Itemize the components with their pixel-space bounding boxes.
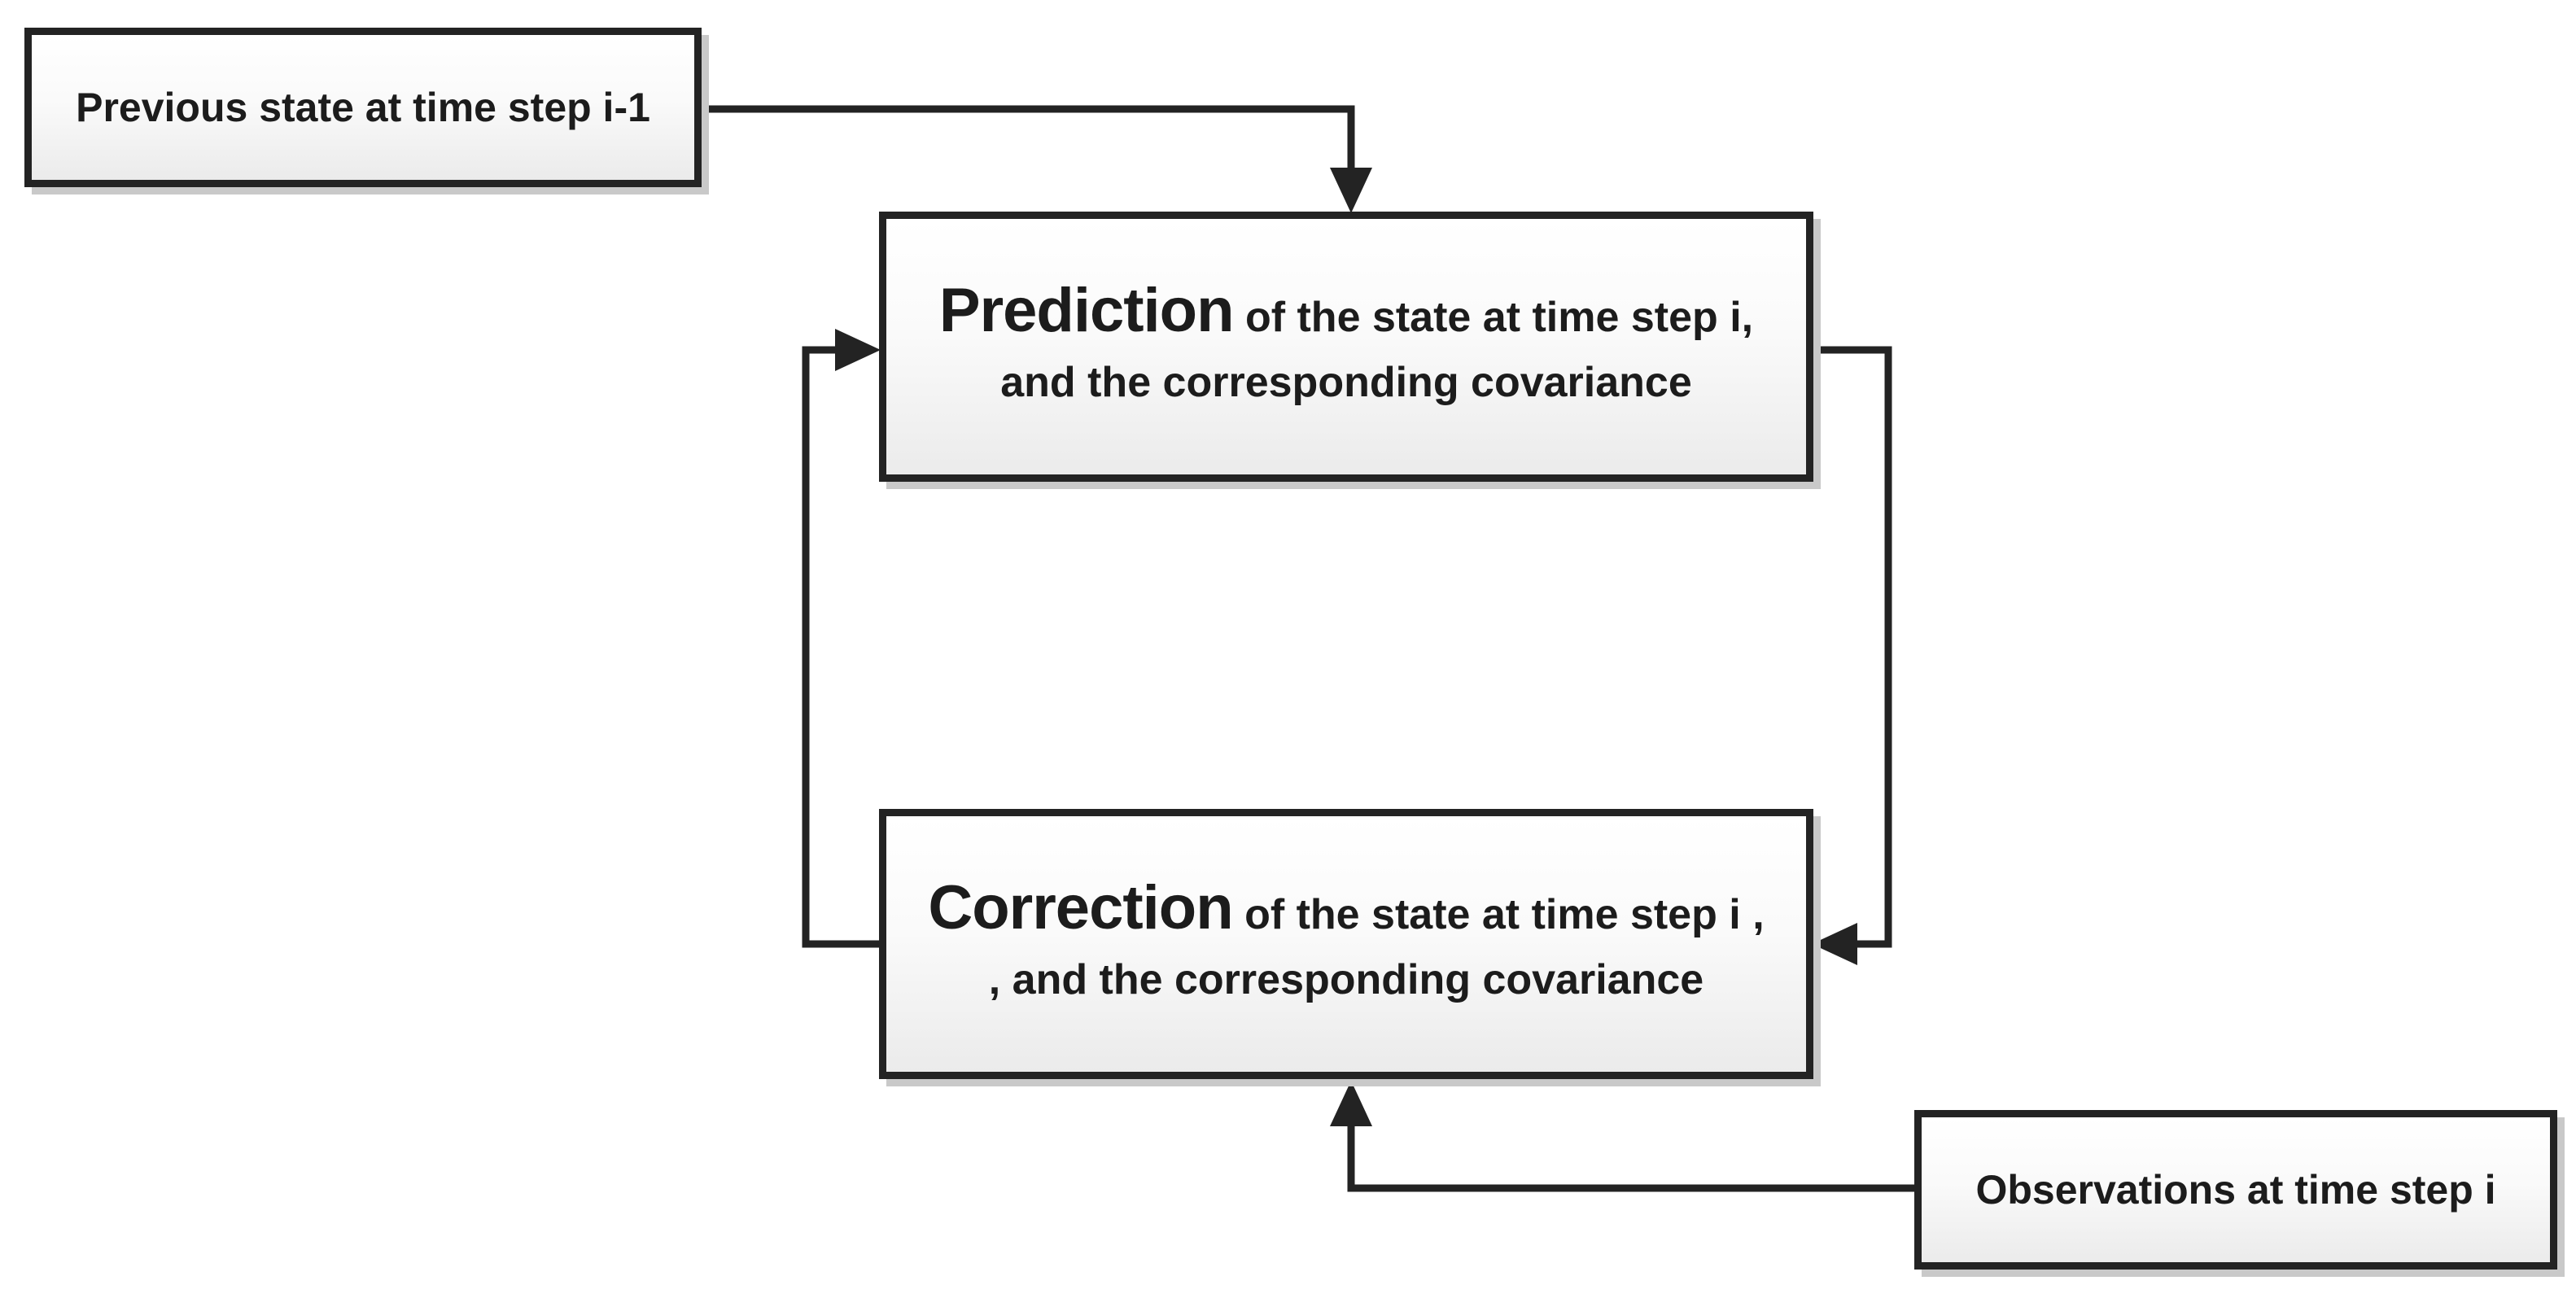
correction-line-1: Correction of the state at time step i , <box>928 876 1764 947</box>
correction-keyword: Correction <box>928 873 1233 942</box>
arrow-previous-to-prediction <box>702 105 1355 173</box>
arrowhead-prediction-left <box>835 329 881 371</box>
correction-box: Correction of the state at time step i ,… <box>879 809 1813 1079</box>
previous-state-label: Previous state at time step i-1 <box>76 84 650 130</box>
arrow-prediction-to-correction <box>1813 346 1892 948</box>
prediction-box: Prediction of the state at time step i, … <box>879 212 1813 482</box>
prediction-line-1: Prediction of the state at time step i, <box>939 278 1753 350</box>
prediction-line-1-text: of the state at time step i, <box>1233 294 1754 341</box>
arrowhead-prediction-top <box>1330 168 1372 213</box>
arrow-observations-to-correction <box>1347 1121 1914 1192</box>
arrowhead-correction-bottom <box>1330 1081 1372 1126</box>
arrow-correction-to-prediction <box>802 346 879 948</box>
prediction-keyword: Prediction <box>938 276 1235 345</box>
observations-label: Observations at time step i <box>1975 1166 2496 1213</box>
prediction-line-2: and the corresponding covariance <box>1000 359 1692 406</box>
correction-line-1-text: of the state at time step i , <box>1232 891 1765 938</box>
correction-line-2: , and the corresponding covariance <box>988 956 1704 1003</box>
observations-box: Observations at time step i <box>1914 1110 2557 1270</box>
previous-state-box: Previous state at time step i-1 <box>24 28 702 187</box>
arrowhead-correction-right <box>1812 923 1857 965</box>
